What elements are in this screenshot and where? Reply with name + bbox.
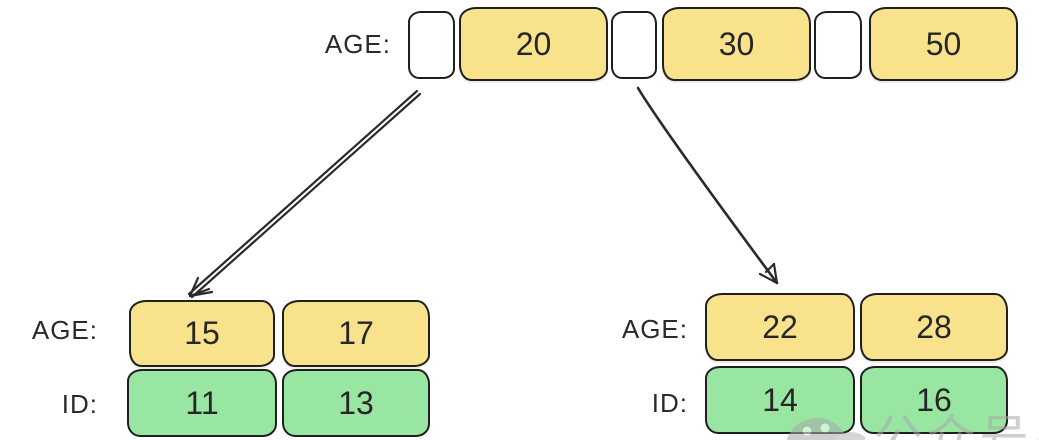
left-leaf-age-cell: 17	[282, 300, 430, 367]
right-leaf-age-cell: 22	[705, 293, 855, 361]
arrow-to-right-leaf	[636, 86, 779, 285]
right-leaf-age-label: AGE:	[621, 314, 688, 344]
arrow-to-left-leaf	[187, 89, 422, 299]
left-leaf-id-cell: 13	[282, 369, 430, 437]
left-leaf-id-label: ID:	[61, 389, 98, 419]
right-leaf-id-cell: 16	[860, 366, 1008, 434]
right-leaf-age-cell: 28	[860, 293, 1008, 361]
root-pointer-cell	[814, 11, 862, 79]
root-pointer-cell	[611, 11, 657, 79]
left-leaf-id-cell: 11	[127, 369, 277, 437]
right-leaf-id-label: ID:	[651, 388, 688, 418]
root-key-cell: 30	[662, 7, 811, 81]
root-key-cell: 20	[459, 7, 608, 81]
root-key-cell: 50	[869, 7, 1018, 81]
wechat-icon	[786, 418, 865, 440]
root-age-label: AGE:	[324, 29, 391, 59]
watermark-text: 公众号·码	[873, 411, 1039, 440]
left-leaf-age-label: AGE:	[31, 315, 98, 345]
root-pointer-cell	[408, 11, 455, 79]
watermark: 公众号·码	[785, 414, 1039, 440]
left-leaf-age-cell: 15	[129, 300, 275, 367]
